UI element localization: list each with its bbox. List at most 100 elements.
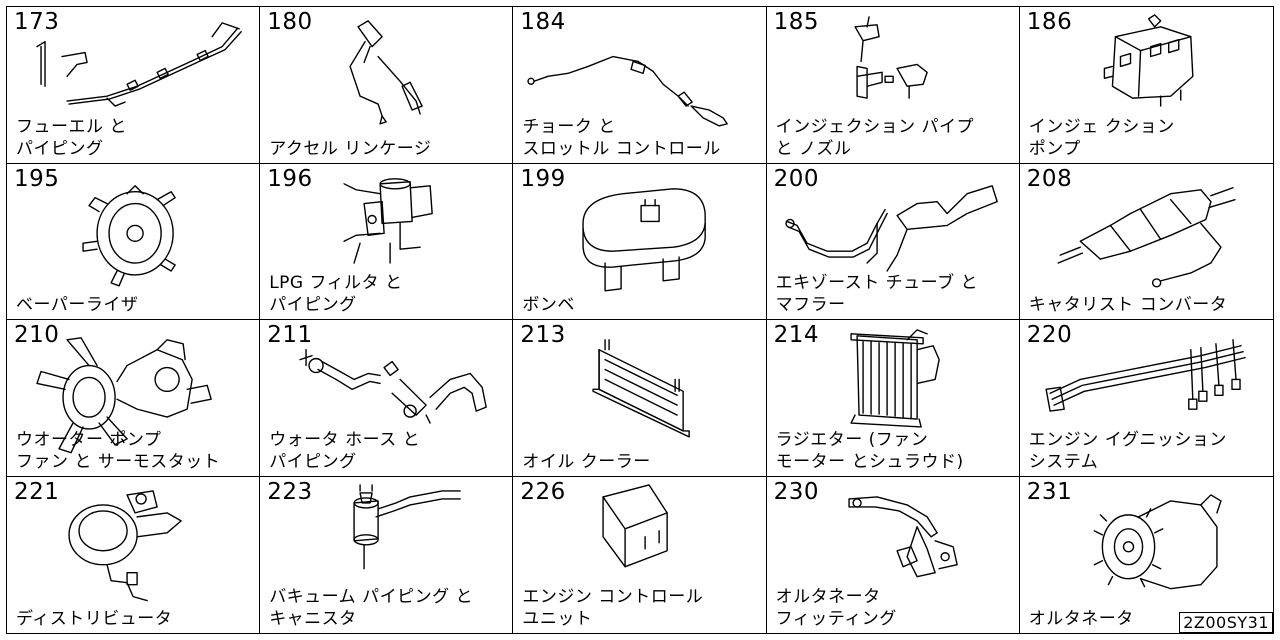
part-label: チョーク とスロットル コントロール (522, 116, 720, 160)
part-label: インジェクション パイプと ノズル (776, 116, 974, 160)
part-label-line1: ボンベ (522, 295, 575, 315)
part-label-line1: オルタネータ (775, 587, 881, 607)
part-cell-185[interactable]: 185 インジェクション パイプと ノズル (766, 7, 1020, 164)
part-label-line1: バキューム パイピング と (269, 587, 473, 607)
part-label: エンジン イグニッションシステム (1029, 429, 1227, 473)
catalog-code: 2Z00SY31 (1179, 612, 1273, 633)
part-label-line2: と ノズル (775, 138, 852, 159)
part-label: アクセル リンケージ (269, 138, 431, 160)
part-cell-220[interactable]: 220 エンジン イグニッションシステム (1019, 320, 1273, 477)
part-number: 184 (520, 9, 566, 35)
part-label-line1: チョーク と (522, 116, 616, 137)
part-label: インジェ クションポンプ (1029, 116, 1175, 160)
vacuum-canister-icon (260, 477, 512, 634)
part-label-line2: マフラー (775, 295, 846, 315)
distributor-icon (7, 477, 259, 634)
exhaust-muffler-icon (767, 164, 1019, 320)
part-cell-213[interactable]: 213 オイル クーラー (513, 320, 767, 477)
part-label-line2: ポンプ (1028, 138, 1081, 159)
part-label: エンジン コントロールユニット (522, 586, 703, 630)
part-number: 173 (14, 9, 60, 35)
part-label-line1: オルタネータ (1028, 609, 1134, 629)
part-number: 185 (773, 9, 819, 35)
part-label: ウオーター ポンプファン と サーモスタット (16, 429, 220, 473)
ignition-wires-icon (1020, 320, 1273, 476)
part-label-line1: ウオーター ポンプ (16, 429, 162, 450)
injection-pump-icon (1020, 7, 1273, 163)
part-cell-200[interactable]: 200 エキゾースト チューブ とマフラー (766, 163, 1020, 320)
part-cell-180[interactable]: 180 アクセル リンケージ (260, 7, 514, 164)
part-label: フューエル とパイピング (16, 116, 127, 160)
alternator-icon (1020, 477, 1273, 634)
catalytic-converter-icon (1020, 164, 1273, 320)
part-number: 210 (14, 322, 60, 348)
part-label-line1: インジェクション パイプ (775, 116, 974, 137)
part-label: オルタネータフィッティング (776, 586, 897, 630)
part-label-line2: モーター とシュラウド) (775, 451, 964, 472)
oil-cooler-icon (513, 320, 765, 476)
part-label: エキゾースト チューブ とマフラー (776, 272, 978, 316)
part-cell-184[interactable]: 184 チョーク とスロットル コントロール (513, 7, 767, 164)
part-label: オルタネータ (1029, 608, 1134, 630)
choke-throttle-cable-icon (513, 7, 765, 163)
part-label-line1: ウォータ ホース と (269, 429, 421, 450)
part-number: 214 (773, 322, 819, 348)
water-pump-fan-icon (7, 320, 259, 476)
part-label: オイル クーラー (522, 451, 650, 473)
part-label-line1: ベーパーライザ (16, 295, 139, 315)
part-number: 199 (520, 165, 566, 192)
part-label: ボンベ (522, 294, 575, 316)
part-cell-208[interactable]: 208 キャタリスト コンバータ (1019, 164, 1273, 320)
part-cell-223[interactable]: 223 バキューム パイピング とキャニスタ (260, 476, 514, 634)
fuel-piping-icon (7, 7, 259, 163)
part-cell-195[interactable]: 195 ベーパーライザ (7, 163, 261, 320)
parts-index-grid: 173 フューエル とパイピング 180 アクセル リンケージ 184 チョーク とスロッ… (6, 6, 1274, 634)
part-cell-173[interactable]: 173 フューエル とパイピング (7, 7, 261, 164)
part-number: 186 (1026, 9, 1073, 35)
part-number: 226 (520, 478, 566, 505)
engine-control-unit-icon (513, 477, 765, 634)
part-label-line1: エンジン イグニッション (1028, 429, 1227, 450)
part-label-line2: フィッティング (775, 609, 897, 629)
part-label: ウォータ ホース とパイピング (269, 429, 420, 473)
part-number: 211 (267, 322, 313, 348)
water-hose-icon (260, 320, 512, 476)
part-label-line2: ユニット (522, 609, 593, 629)
gas-cylinder-icon (513, 164, 765, 320)
vaporizer-icon (7, 164, 259, 320)
part-label-line2: パイピング (269, 451, 357, 472)
part-number: 221 (14, 478, 60, 505)
accelerator-linkage-icon (260, 7, 512, 163)
part-label-line1: LPG フィルタ と (269, 273, 403, 293)
part-label-line2: ファン と サーモスタット (16, 451, 221, 472)
part-number: 213 (520, 322, 566, 348)
part-label-line1: インジェ クション (1028, 116, 1175, 137)
part-number: 180 (267, 9, 313, 35)
part-cell-186[interactable]: 186 インジェ クションポンプ (1019, 7, 1273, 164)
alternator-bracket-icon (767, 477, 1019, 634)
part-label: ディストリビュータ (16, 608, 172, 630)
part-cell-199[interactable]: 199 ボンベ (513, 163, 767, 320)
part-label-line1: アクセル リンケージ (269, 138, 432, 159)
part-label: ベーパーライザ (16, 294, 138, 316)
part-number: 223 (267, 478, 313, 505)
part-cell-226[interactable]: 226 エンジン コントロールユニット (513, 476, 767, 634)
part-number: 196 (267, 165, 313, 192)
part-label-line1: キャタリスト コンバータ (1028, 295, 1228, 315)
lpg-filter-icon (260, 164, 512, 320)
part-label-line1: エンジン コントロール (522, 587, 704, 607)
part-cell-221[interactable]: 221 ディストリビュータ (7, 476, 261, 634)
part-number: 220 (1026, 322, 1073, 348)
part-label-line2: スロットル コントロール (522, 138, 721, 159)
part-number: 200 (773, 165, 819, 192)
part-number: 195 (14, 165, 60, 192)
part-label: バキューム パイピング とキャニスタ (269, 586, 473, 630)
part-cell-210[interactable]: 210 ウオーター ポンプファン と サーモスタット (7, 320, 261, 477)
part-number: 208 (1026, 165, 1073, 192)
part-cell-211[interactable]: 211 ウォータ ホース とパイピング (260, 320, 514, 477)
injection-pipe-nozzle-icon (767, 7, 1019, 163)
